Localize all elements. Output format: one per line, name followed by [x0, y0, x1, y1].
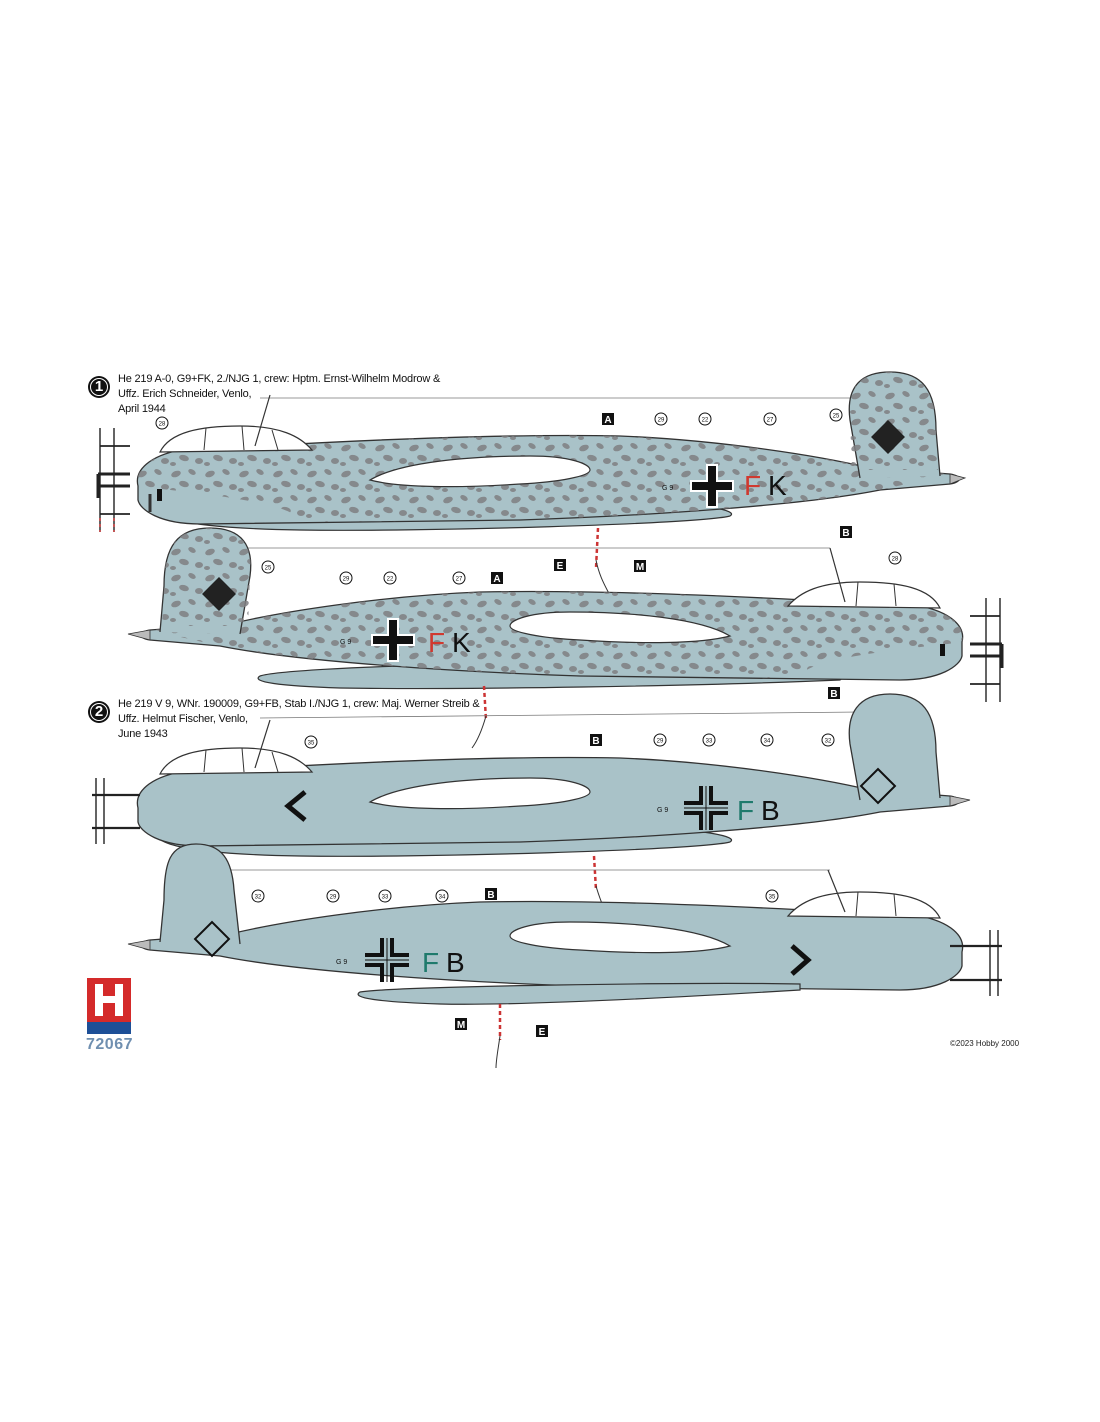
profile-2-caption-line: June 1943	[118, 728, 168, 740]
callout-letter-e: E	[536, 1025, 548, 1038]
profile-1-bottom-view: G 9	[127, 527, 1004, 749]
svg-text:B: B	[592, 736, 599, 747]
profile-2-caption: He 219 V 9, WNr. 190009, G9+FB, Stab I./…	[118, 697, 480, 742]
callout-decal-25: 25	[261, 560, 275, 574]
svg-text:G 9: G 9	[340, 639, 351, 646]
profile-2-caption-line: He 219 V 9, WNr. 190009, G9+FB, Stab I./…	[118, 698, 480, 710]
svg-text:25: 25	[265, 566, 272, 572]
callout-letter-e: E	[554, 559, 566, 572]
svg-text:B: B	[842, 528, 849, 539]
code-letter-f2-bottom: F	[422, 947, 439, 978]
svg-text:29: 29	[330, 895, 337, 901]
profile-2-bottom-view: G 9	[127, 843, 1002, 1069]
svg-text:M: M	[636, 562, 644, 573]
callout-letter-m: M	[634, 560, 646, 573]
svg-text:G 9: G 9	[662, 485, 673, 492]
callout-decal-35: 35	[765, 889, 779, 903]
svg-text:32: 32	[825, 739, 832, 745]
profile-1-number-badge: 1	[88, 376, 110, 398]
svg-text:33: 33	[706, 739, 713, 745]
svg-text:E: E	[557, 561, 564, 572]
svg-text:28: 28	[892, 557, 899, 563]
svg-text:M: M	[457, 1020, 465, 1031]
code-letter-b-bottom: B	[446, 947, 465, 978]
callout-letter-a: A	[602, 413, 614, 426]
svg-text:27: 27	[767, 418, 774, 424]
svg-text:34: 34	[764, 739, 771, 745]
callout-decal-29: 29	[654, 412, 668, 426]
svg-text:B: B	[487, 890, 494, 901]
code-letter-f-top: F	[744, 470, 761, 501]
profile-2-caption-line: Uffz. Helmut Fischer, Venlo,	[118, 713, 248, 725]
callout-letter-b: B	[590, 734, 602, 747]
callout-decal-25: 25	[829, 408, 843, 422]
callout-decal-35: 35	[304, 735, 318, 749]
profile-2-codes-bottom: F B	[422, 947, 465, 978]
callout-decal-22: 22	[698, 412, 712, 426]
profile-1-caption: He 219 A-0, G9+FK, 2./NJG 1, crew: Hptm.…	[118, 372, 440, 417]
code-letter-f-bottom: F	[428, 627, 445, 658]
svg-text:29: 29	[343, 577, 350, 583]
callout-decal-22: 22	[383, 571, 397, 585]
profile-1-codes-top: F K	[744, 470, 787, 501]
hobby-2000-logo	[87, 978, 131, 1034]
svg-text:25: 25	[833, 414, 840, 420]
callout-letter-b: B	[485, 888, 497, 901]
profile-1-caption-line: April 1944	[118, 403, 166, 415]
profile-2-codes-top: F B	[737, 795, 780, 826]
svg-text:29: 29	[658, 418, 665, 424]
callout-decal-29: 29	[326, 889, 340, 903]
svg-text:B: B	[830, 689, 837, 700]
callout-letter-m: M	[455, 1018, 467, 1031]
callout-decal-33: 33	[378, 889, 392, 903]
callout-decal-34: 34	[435, 889, 449, 903]
callout-decal-29: 29	[653, 733, 667, 747]
callout-decal-32: 32	[821, 733, 835, 747]
callout-decal-34: 34	[760, 733, 774, 747]
callout-decal-33: 33	[702, 733, 716, 747]
svg-text:35: 35	[308, 741, 315, 747]
profile-2-top-view: G 9	[92, 693, 971, 915]
svg-text:35: 35	[769, 895, 776, 901]
svg-text:33: 33	[382, 895, 389, 901]
svg-text:32: 32	[255, 895, 262, 901]
callout-letter-a: A	[491, 572, 503, 585]
callout-decal-32: 32	[251, 889, 265, 903]
svg-text:29: 29	[657, 739, 664, 745]
svg-text:A: A	[493, 574, 500, 585]
callout-letter-b: B	[828, 687, 840, 700]
svg-text:E: E	[539, 1027, 546, 1038]
svg-text:A: A	[604, 415, 611, 426]
callout-decal-28: 28	[888, 551, 902, 565]
callout-decal-27: 27	[452, 571, 466, 585]
callout-decal-27: 27	[763, 412, 777, 426]
svg-text:G 9: G 9	[657, 807, 668, 814]
copyright-notice: ©2023 Hobby 2000	[950, 1039, 1020, 1048]
svg-text:22: 22	[702, 418, 709, 424]
svg-text:G 9: G 9	[336, 959, 347, 966]
svg-text:28: 28	[159, 422, 166, 428]
code-letter-k-top: K	[768, 470, 787, 501]
svg-text:34: 34	[439, 895, 446, 901]
svg-text:22: 22	[387, 577, 394, 583]
callout-decal-28: 28	[155, 416, 169, 430]
code-letter-f2-top: F	[737, 795, 754, 826]
profile-1-caption-line: He 219 A-0, G9+FK, 2./NJG 1, crew: Hptm.…	[118, 373, 441, 385]
kit-number: 72067	[86, 1036, 133, 1053]
svg-text:27: 27	[456, 577, 463, 583]
code-letter-k-bottom: K	[452, 627, 471, 658]
callout-letter-b: B	[840, 526, 852, 539]
profile-1-codes-bottom: F K	[428, 627, 471, 658]
callout-decal-29: 29	[339, 571, 353, 585]
profile-1-top-view: G 9	[96, 371, 967, 601]
profile-1-caption-line: Uffz. Erich Schneider, Venlo,	[118, 388, 252, 400]
profile-2-number-badge: 2	[88, 701, 110, 723]
code-letter-b-top: B	[761, 795, 780, 826]
